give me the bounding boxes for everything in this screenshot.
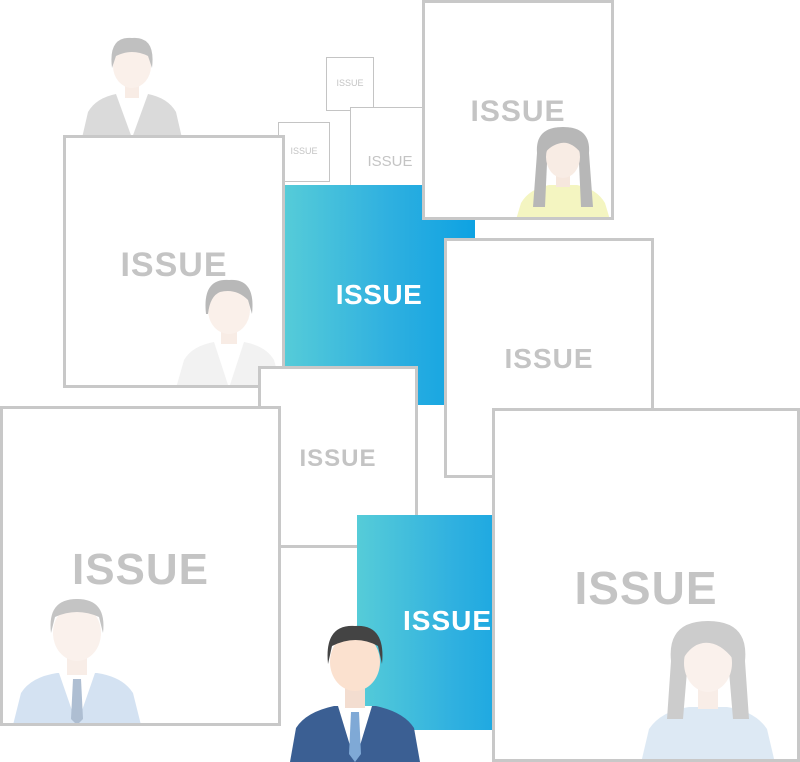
person-male-icon bbox=[13, 593, 141, 723]
issue-card-label: ISSUE bbox=[120, 246, 228, 284]
person-male-faded-top-icon bbox=[82, 34, 182, 138]
person-female-icon bbox=[176, 274, 282, 385]
issue-card-label: ISSUE bbox=[574, 562, 718, 614]
issue-card-label: ISSUE bbox=[290, 146, 318, 156]
issue-card-label: ISSUE bbox=[403, 605, 493, 636]
issue-card-label: ISSUE bbox=[470, 95, 566, 128]
issue-card-small-middle[interactable]: ISSUE bbox=[350, 107, 430, 191]
issue-card-label: ISSUE bbox=[367, 153, 413, 170]
issue-card-bottom-left[interactable]: ISSUE bbox=[0, 406, 281, 726]
issue-card-top-right[interactable]: ISSUE bbox=[422, 0, 614, 220]
person-female-icon bbox=[513, 123, 611, 217]
issue-card-left[interactable]: ISSUE bbox=[63, 135, 285, 388]
issue-card-label: ISSUE bbox=[504, 343, 594, 374]
issue-card-tiny-left[interactable]: ISSUE bbox=[278, 122, 330, 182]
issue-card-label: ISSUE bbox=[335, 279, 423, 310]
person-male-highlight-icon bbox=[290, 622, 420, 762]
issue-card-label: ISSUE bbox=[71, 545, 210, 594]
issue-card-tiny-top[interactable]: ISSUE bbox=[326, 57, 374, 111]
issue-card-bottom-right[interactable]: ISSUE bbox=[492, 408, 800, 762]
issue-card-label: ISSUE bbox=[336, 78, 364, 88]
person-female-icon bbox=[641, 617, 775, 759]
issue-card-label: ISSUE bbox=[299, 445, 377, 472]
